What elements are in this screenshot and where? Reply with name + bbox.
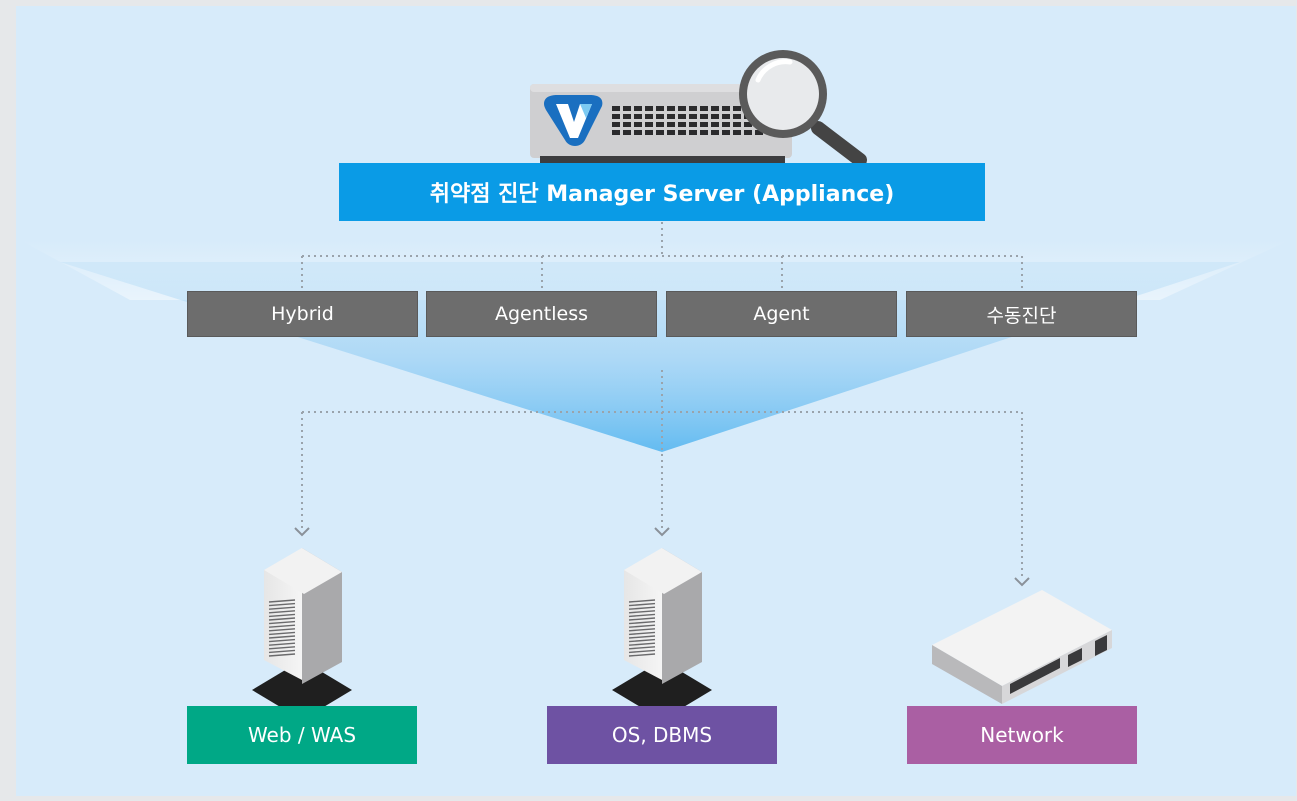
- appliance-icon: [530, 84, 792, 165]
- magnifier-icon: [739, 50, 867, 167]
- network-switch-icon: [932, 590, 1112, 704]
- arrow-down-icon: [1014, 577, 1030, 587]
- target-web-was: Web / WAS: [187, 706, 417, 764]
- manager-server-banner: 취약점 진단 Manager Server (Appliance): [339, 163, 985, 221]
- web-server-icon: [252, 548, 352, 720]
- v-logo-icon: [544, 95, 603, 146]
- arrow-down-icon: [294, 527, 310, 537]
- method-agent: Agent: [666, 291, 897, 337]
- target-os-dbms: OS, DBMS: [547, 706, 777, 764]
- target-network: Network: [907, 706, 1137, 764]
- connector-arrowheads: [294, 527, 1030, 587]
- arrow-down-icon: [654, 527, 670, 537]
- connector-lines-top: [301, 222, 1023, 290]
- connector-lines-bottom: [301, 370, 1023, 580]
- method-hybrid: Hybrid: [187, 291, 418, 337]
- method-agentless: Agentless: [426, 291, 657, 337]
- os-server-icon: [612, 548, 712, 720]
- method-manual: 수동진단: [906, 291, 1137, 337]
